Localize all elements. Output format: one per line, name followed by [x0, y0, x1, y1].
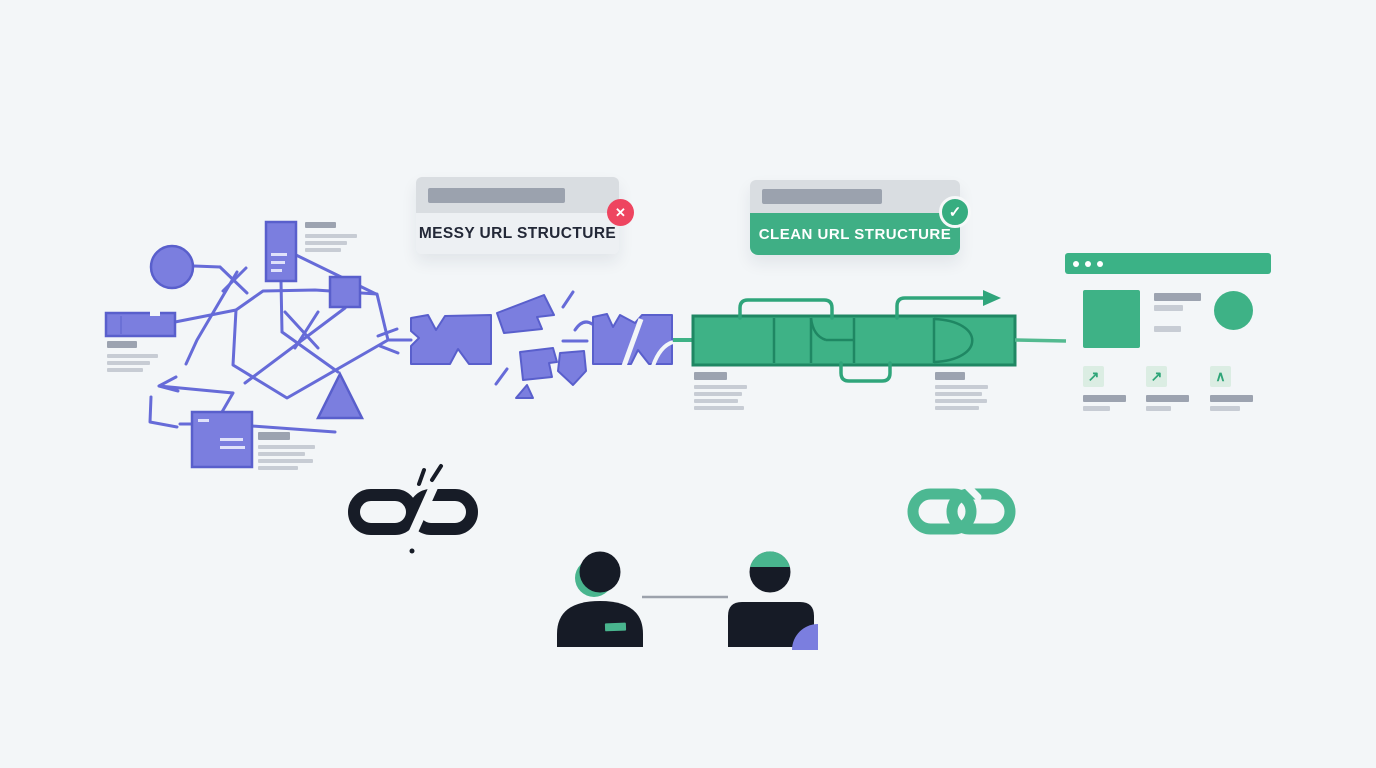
- broken-link-icon: [348, 464, 478, 554]
- avatar-circle: [1214, 291, 1253, 330]
- person-right-accent: [792, 624, 818, 650]
- messy-url-card: MESSY URL STRUCTURE ✕: [416, 177, 634, 254]
- clean-card-address-bar: [750, 180, 960, 213]
- chain-loops: [738, 296, 985, 383]
- arrow-up-right-icon: ↗: [1146, 366, 1167, 387]
- browser-dot-icon: [1085, 261, 1091, 267]
- person-left: [557, 551, 643, 647]
- tile-subcaption-bar: [1210, 406, 1240, 411]
- clean-url-card: CLEAN URL STRUCTURE ✓: [750, 180, 971, 255]
- break-dot: [409, 548, 415, 554]
- content-heading-bar: [1154, 293, 1201, 301]
- node-tall-rect: [264, 220, 298, 283]
- person-right-body: [728, 602, 814, 647]
- node-wide-rect: [104, 311, 177, 338]
- placeholder-text-block-bottom: [258, 432, 315, 470]
- placeholder-text-block-chain-right: [935, 372, 988, 410]
- messy-card-label: MESSY URL STRUCTURE: [416, 213, 619, 254]
- broken-url-shards: [399, 290, 674, 399]
- browser-dot-icon: [1073, 261, 1079, 267]
- clean-url-pill: [762, 189, 882, 204]
- arrow-up-right-icon: ↗: [1083, 366, 1104, 387]
- link-icon: [907, 483, 1016, 535]
- node-wide-rect-notch: [150, 311, 160, 316]
- clean-url-chain: [673, 290, 1067, 383]
- chevron-up-icon: ∧: [1210, 366, 1231, 387]
- node-triangle: [315, 371, 365, 420]
- tile-caption-bar: [1210, 395, 1253, 402]
- browser-header-bar: [1065, 253, 1271, 274]
- chain-connector-right: [1014, 338, 1067, 343]
- person-left-head: [579, 551, 621, 593]
- placeholder-text-block-left: [107, 341, 158, 372]
- person-left-badge: [604, 622, 627, 632]
- tile-caption-bar: [1146, 395, 1189, 402]
- tile-subcaption-bar: [1146, 406, 1171, 411]
- person-left-body: [557, 601, 643, 647]
- content-text-bar: [1154, 326, 1181, 332]
- browser-dot-icon: [1097, 261, 1103, 267]
- arrow-right-icon: [983, 290, 1001, 306]
- x-circle-icon: ✕: [607, 199, 634, 226]
- node-tall-rect-text: [271, 253, 287, 272]
- tile-caption-bar: [1083, 395, 1126, 402]
- content-text-bar: [1154, 305, 1183, 311]
- clean-site-mockup: ↗ ↗ ∧: [1060, 250, 1276, 418]
- check-circle-icon: ✓: [939, 196, 971, 228]
- tangle-lines: [148, 253, 413, 434]
- messy-url-pill: [428, 188, 565, 203]
- node-square: [328, 275, 362, 309]
- placeholder-text-block-chain-left: [694, 372, 747, 410]
- chain-segments: [772, 317, 974, 364]
- messy-network: [104, 220, 413, 469]
- node-big-square-text: [198, 419, 245, 449]
- hero-image-block: [1083, 290, 1140, 348]
- person-right: [728, 551, 818, 650]
- person-right-cap: [750, 551, 790, 567]
- clean-card-label: CLEAN URL STRUCTURE: [750, 213, 960, 255]
- node-circle: [149, 244, 195, 290]
- placeholder-text-block-top: [305, 222, 357, 252]
- break-sparks: [417, 464, 443, 486]
- messy-card-address-bar: [416, 177, 619, 213]
- tile-subcaption-bar: [1083, 406, 1110, 411]
